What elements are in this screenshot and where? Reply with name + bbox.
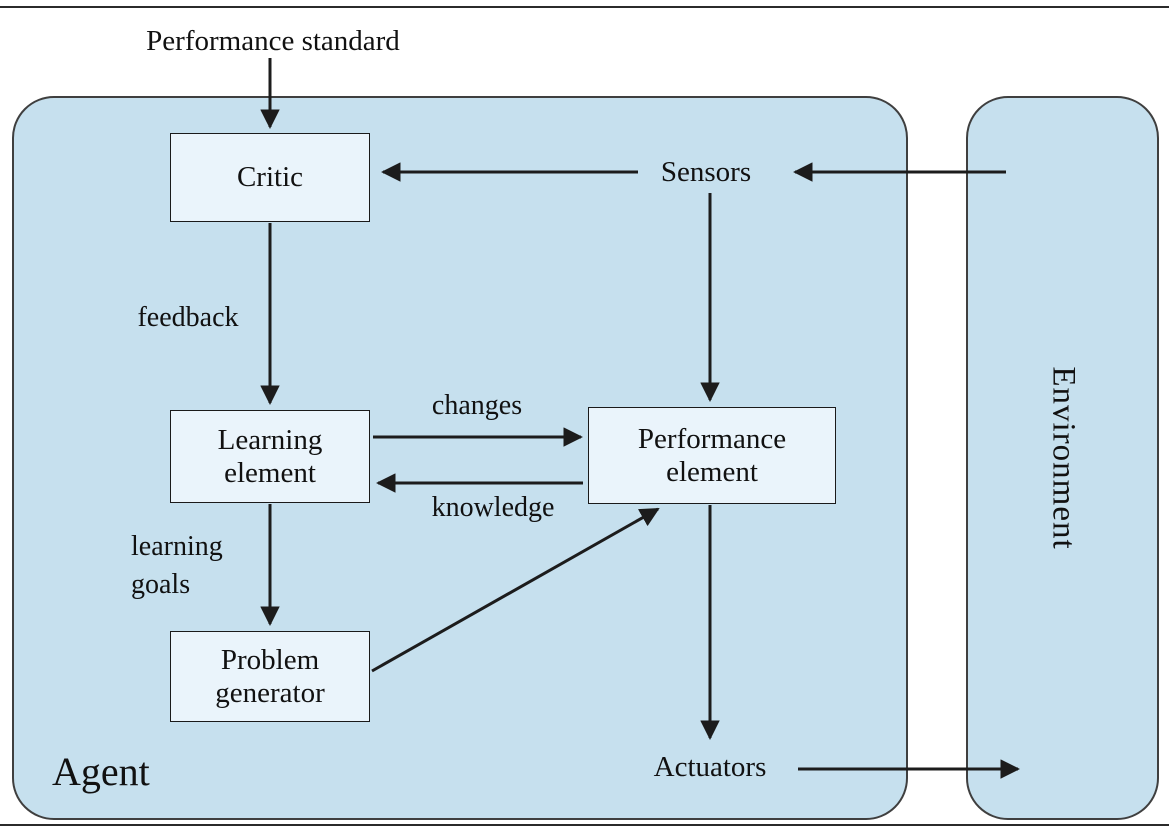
environment-label: Environment — [1045, 366, 1081, 550]
performance-standard-label: Performance standard — [146, 25, 400, 57]
node-problem-generator: Problem generator — [170, 631, 370, 722]
node-critic: Critic — [170, 133, 370, 222]
knowledge-edge-label: knowledge — [431, 492, 555, 523]
bottom-rule-line — [0, 824, 1169, 826]
sensors-label: Sensors — [660, 156, 752, 188]
node-performance-element: Performance element — [588, 407, 836, 504]
changes-edge-label: changes — [431, 390, 523, 421]
agent-label: Agent — [52, 749, 150, 794]
node-problem-generator-label: Problem generator — [215, 644, 325, 709]
feedback-edge-label: feedback — [137, 302, 239, 333]
node-performance-element-label: Performance element — [637, 423, 787, 488]
node-learning-element: Learning element — [170, 410, 370, 503]
node-learning-element-label: Learning element — [217, 424, 323, 489]
actuators-label: Actuators — [653, 751, 767, 783]
environment-container: Environment — [966, 96, 1159, 820]
node-critic-label: Critic — [236, 161, 304, 194]
learning-goals-edge-label: learning goals — [131, 531, 223, 600]
top-rule-line — [0, 6, 1169, 8]
